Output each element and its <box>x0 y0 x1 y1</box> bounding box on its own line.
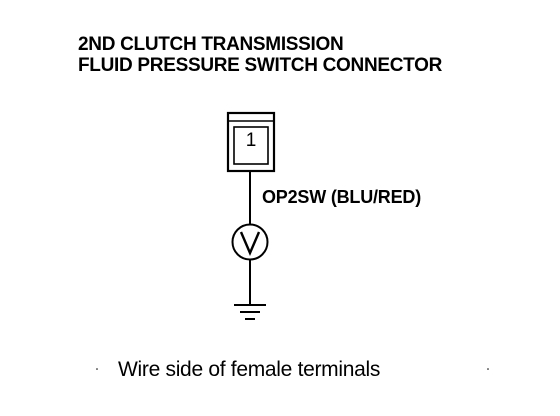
voltmeter-circle <box>231 223 269 261</box>
title-line-2: FLUID PRESSURE SWITCH CONNECTOR <box>78 55 443 76</box>
terminal-number-label: 1 <box>245 130 257 151</box>
voltmeter-v-glyph <box>239 231 261 257</box>
ground-icon <box>234 304 266 320</box>
terminal-cavity <box>233 126 269 165</box>
diagram-title: 2ND CLUTCH TRANSMISSION FLUID PRESSURE S… <box>78 34 442 76</box>
scan-speck-right <box>487 368 489 370</box>
voltmeter-icon <box>231 223 269 261</box>
wire-label: OP2SW (BLU/RED) <box>262 187 422 207</box>
scan-speck-left <box>96 368 98 370</box>
title-line-1: 2ND CLUTCH TRANSMISSION <box>78 34 344 55</box>
caption: Wire side of female terminals <box>118 358 381 381</box>
